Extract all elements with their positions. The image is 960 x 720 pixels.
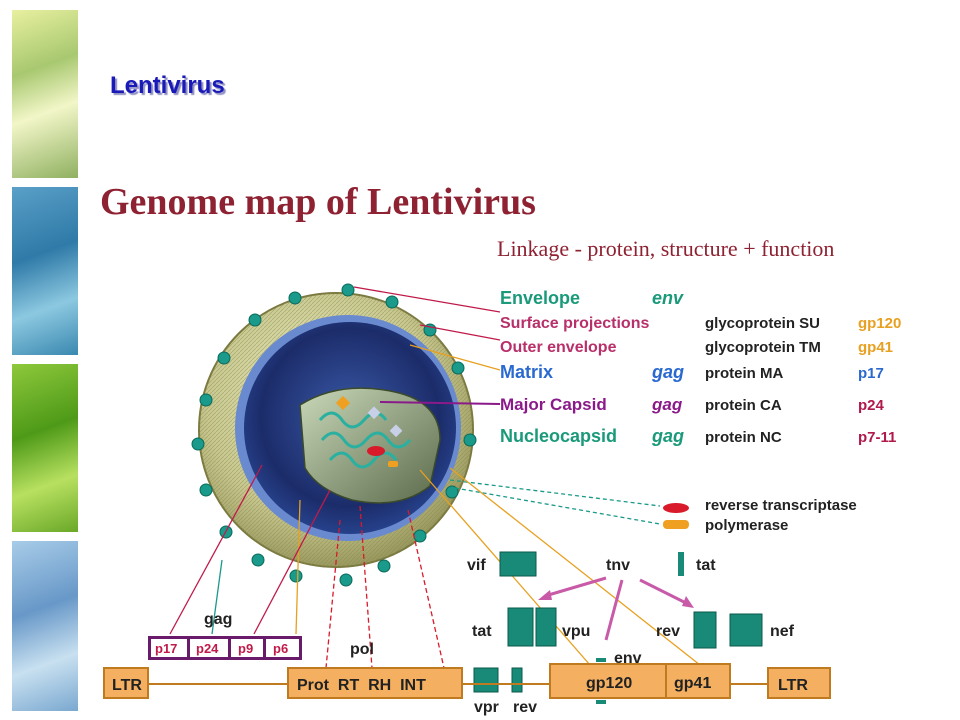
diagram-heading: Genome map of Lentivirus (100, 181, 536, 223)
gag-protein-p6: p6 (273, 641, 288, 656)
enzyme-legend: reverse transcriptase polymerase (663, 497, 857, 534)
virion-illustration (191, 283, 477, 587)
component-matrix-code: p17 (858, 365, 884, 382)
gene-box-tat-top (678, 552, 684, 576)
component-matrix-gene: gag (651, 362, 684, 382)
component-matrix: Matrix (500, 362, 553, 382)
decorative-strip-1 (12, 10, 78, 178)
pol-segments-label: Prot RT RH INT (297, 677, 426, 694)
component-nucleocapsid-protein: protein NC (705, 429, 782, 446)
gene-label-vpr: vpr (474, 699, 499, 716)
gene-box-vpr (473, 667, 499, 693)
component-nucleocapsid-gene: gag (651, 426, 684, 446)
component-major-capsid-code: p24 (858, 397, 885, 414)
ltr-left-box (103, 667, 149, 699)
polymerase-swatch (663, 520, 689, 529)
gene-label-rev-bottom: rev (513, 699, 537, 716)
gene-box-vif (499, 551, 537, 577)
gene-label-rev: rev (656, 623, 680, 640)
gp120-label: gp120 (586, 675, 632, 692)
gag-protein-p17: p17 (155, 641, 177, 656)
gene-box-nef (729, 613, 763, 647)
component-nucleocapsid: Nucleocapsid (500, 426, 617, 446)
gene-label-nef: nef (770, 623, 795, 640)
gag-label: gag (204, 611, 232, 628)
component-major-capsid-protein: protein CA (705, 397, 782, 414)
gene-label-env: env (614, 650, 642, 667)
pol-segment-box (287, 667, 463, 699)
ltr-right-box (767, 667, 831, 699)
component-surface-projections-code: gp120 (858, 315, 901, 332)
component-outer-envelope: Outer envelope (500, 339, 617, 356)
gene-label-tat-top: tat (696, 557, 716, 574)
accessory-gene-map: vif tnv tat tat vpu rev nef env vpr rev (467, 551, 795, 716)
pol-label: pol (350, 641, 374, 658)
ltr-right-label: LTR (778, 677, 808, 694)
gene-box-rev (693, 611, 717, 649)
reverse-transcriptase-swatch (663, 503, 689, 513)
component-envelope-gene: env (652, 288, 684, 308)
gene-label-vpu: vpu (562, 623, 590, 640)
gag-protein-row: gag p17 p24 p9 p6 pol (148, 611, 374, 660)
genome-bar: LTR Prot RT RH INT gp120 gp41 LTR (103, 663, 831, 699)
gene-box-rev-bottom (511, 667, 523, 693)
gene-box-vpu (535, 607, 557, 647)
reverse-transcriptase-label: reverse transcriptase (705, 497, 857, 514)
gene-label-tnv: tnv (606, 557, 630, 574)
component-matrix-protein: protein MA (705, 365, 783, 382)
decorative-strip-2 (12, 187, 78, 355)
decorative-strip-3 (12, 364, 78, 532)
gene-box-tat (507, 607, 534, 647)
component-outer-envelope-protein: glycoprotein TM (705, 339, 821, 356)
diagram-subheading: Linkage - protein, structure + function (497, 236, 834, 261)
gp120-box (549, 663, 667, 699)
component-envelope: Envelope (500, 288, 580, 308)
component-major-capsid: Major Capsid (500, 395, 607, 414)
slide-title: Lentivirus (110, 72, 225, 99)
gp41-box (665, 663, 731, 699)
gag-protein-p9: p9 (238, 641, 253, 656)
gene-label-vif: vif (467, 557, 486, 574)
component-outer-envelope-code: gp41 (858, 339, 893, 356)
polymerase-label: polymerase (705, 517, 788, 534)
gp41-label: gp41 (674, 675, 711, 692)
component-nucleocapsid-code: p7-11 (858, 429, 896, 446)
component-major-capsid-gene: gag (651, 395, 683, 414)
gag-protein-p24: p24 (196, 641, 219, 656)
gene-label-tat: tat (472, 623, 492, 640)
ltr-left-label: LTR (112, 677, 142, 694)
component-surface-projections-protein: glycoprotein SU (705, 315, 820, 332)
decorative-strip-4 (12, 541, 78, 711)
component-surface-projections: Surface projections (500, 315, 649, 332)
pointer-lines (169, 286, 701, 669)
